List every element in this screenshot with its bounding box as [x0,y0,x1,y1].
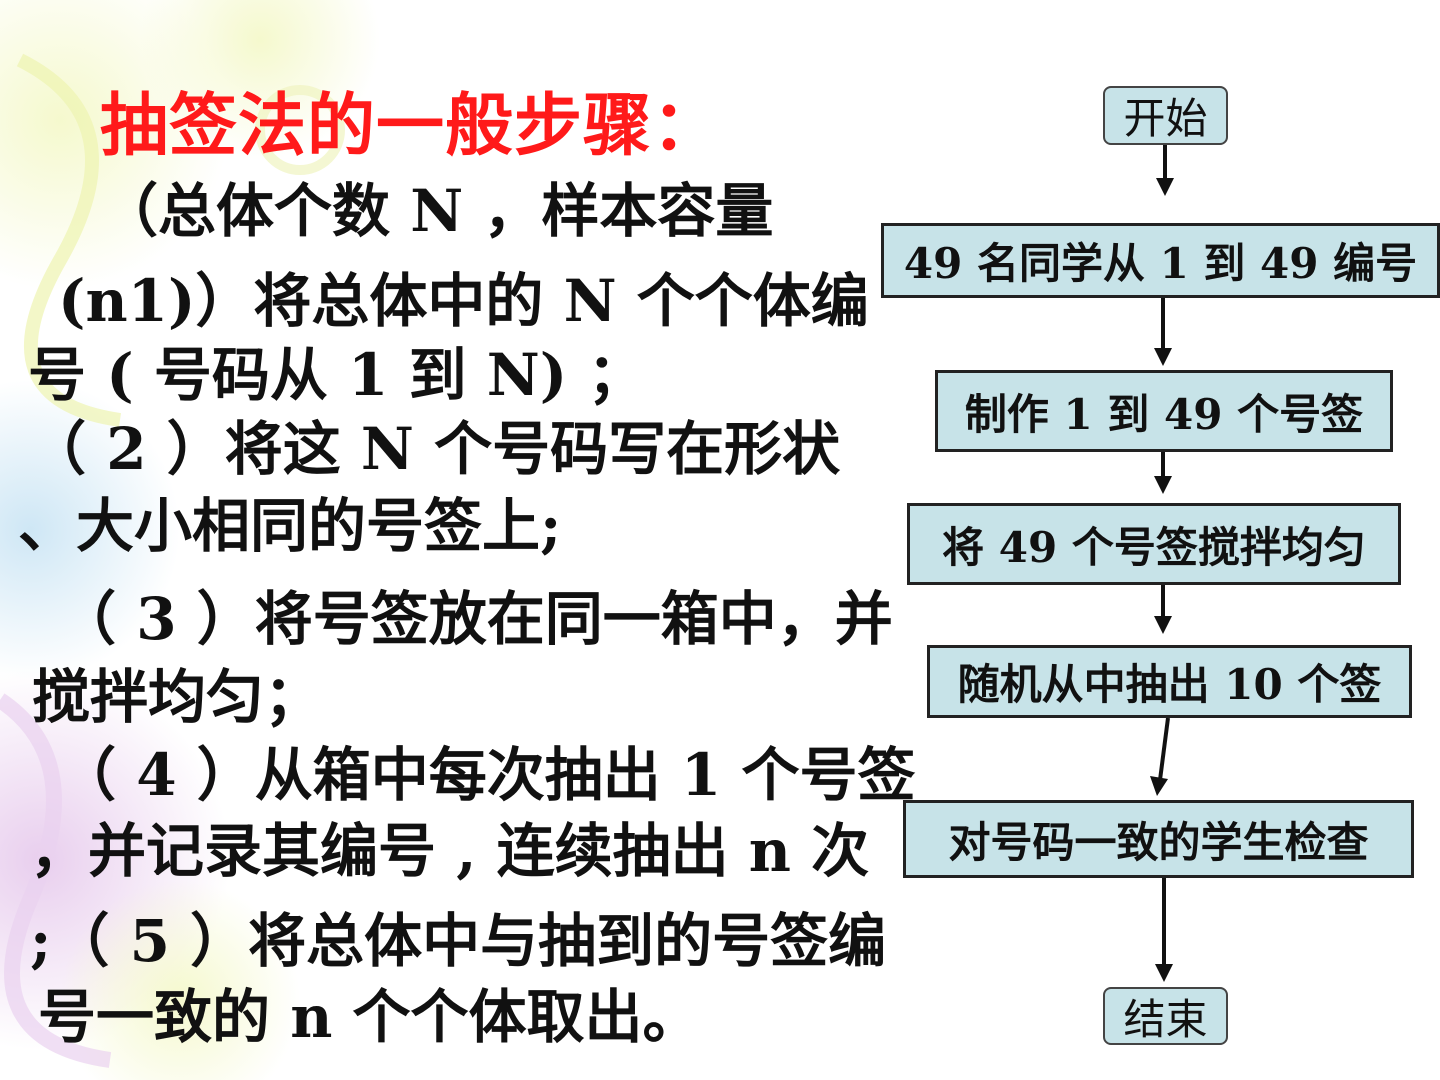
flowchart-step-5: 对号码一致的学生检查 [903,800,1414,878]
step-line-6: （ 3 ）将号签放在同一箱中，并 [58,585,893,653]
step-line-9: ，并记录其编号 , 连续抽出 n 次 [30,817,870,885]
step-line-5: 、大小相同的号签上; [18,492,562,560]
step-line-11: 号一致的 n 个个体取出。 [38,983,701,1051]
step-line-4: （ 2 ）将这 N 个号码写在形状 [28,415,841,483]
flowchart-end: 结束 [1103,987,1228,1045]
flowchart-step-3: 将 49 个号签搅拌均匀 [907,503,1401,585]
step-line-2: (n1)）将总体中的 N 个个体编 [58,267,869,335]
flowchart-step-2: 制作 1 到 49 个号签 [935,370,1393,452]
flowchart-start: 开始 [1103,86,1228,145]
flowchart-step-4: 随机从中抽出 10 个签 [927,645,1412,718]
step-line-3: 号 ( 号码从 1 到 N) ； [28,341,646,409]
page-title: 抽签法的一般步骤： [100,86,722,166]
step-line-8: （ 4 ）从箱中每次抽出 1 个号签 [58,741,916,809]
step-line-7: 搅拌均匀； [32,663,323,731]
flowchart-step-1: 49 名同学从 1 到 49 编号 [881,223,1440,298]
arrow-step4-to-step5 [1158,717,1170,781]
step-line-10: ;（ 5 ）将总体中与抽到的号签编 [30,907,887,975]
step-line-1: （总体个数 N ，样本容量 [100,177,774,245]
